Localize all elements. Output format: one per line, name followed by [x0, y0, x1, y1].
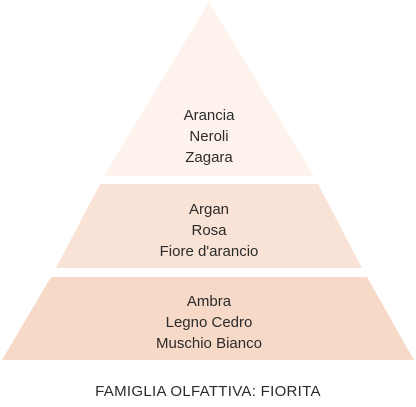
tier-middle-note: Argan — [189, 201, 229, 218]
tier-middle-note: Fiore d'arancio — [160, 243, 259, 260]
tier-top-note: Arancia — [184, 107, 236, 124]
pyramid-tier-base — [2, 277, 414, 360]
tier-base-note: Ambra — [187, 293, 232, 310]
tier-base-note: Legno Cedro — [166, 314, 253, 331]
tier-top-note: Neroli — [189, 128, 228, 145]
tier-top-note: Zagara — [185, 149, 233, 166]
pyramid-tier-middle — [56, 184, 362, 268]
olfactory-family-caption: FAMIGLIA OLFATTIVA: FIORITA — [95, 383, 321, 400]
tier-base-note: Muschio Bianco — [156, 335, 262, 352]
pyramid-tier-top — [104, 2, 314, 176]
tier-middle-note: Rosa — [191, 222, 227, 239]
